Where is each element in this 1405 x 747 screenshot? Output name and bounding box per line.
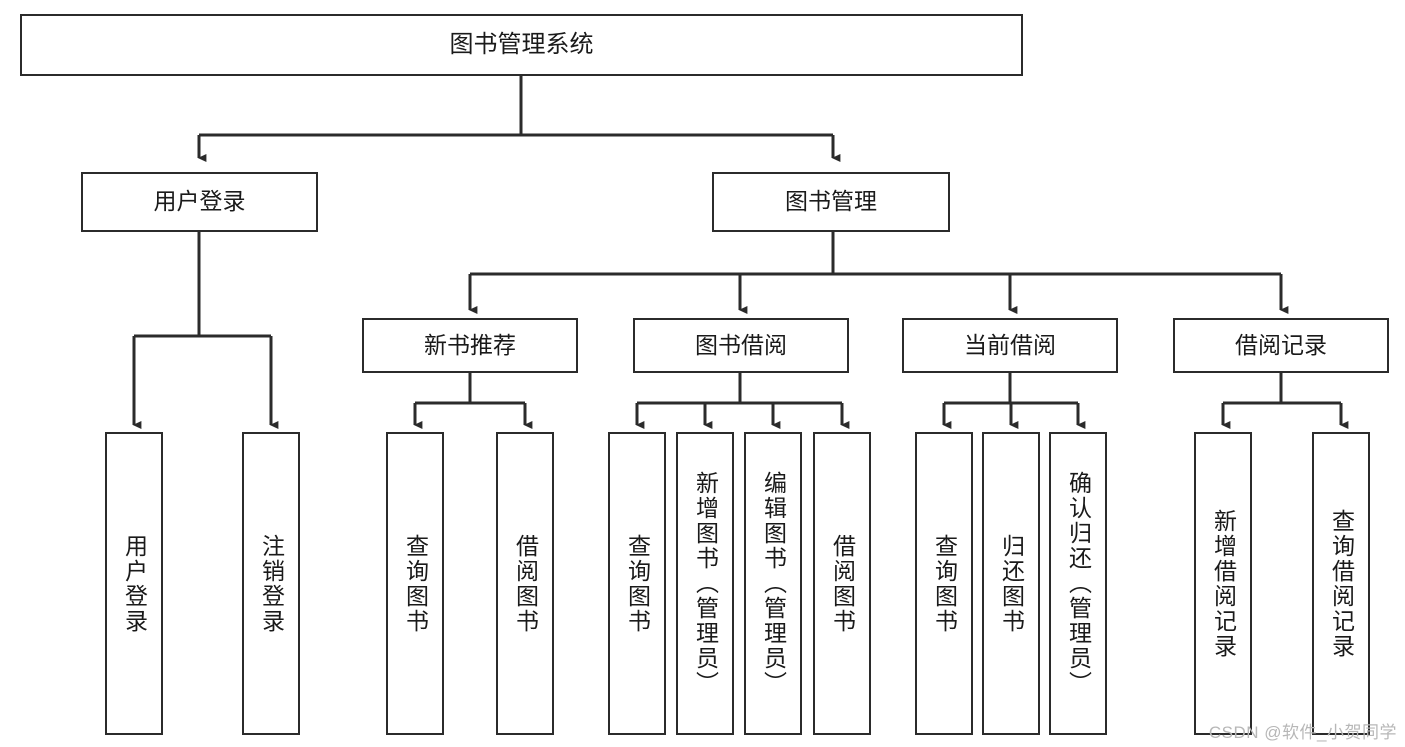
node-leaf-logout-label: 注销登录: [258, 533, 285, 634]
node-user-login[interactable]: 用户登录: [81, 172, 318, 232]
node-leaf-edit-book-admin[interactable]: 编辑图书（管理员）: [744, 432, 802, 735]
node-current-borrow[interactable]: 当前借阅: [902, 318, 1118, 373]
node-leaf-cur-query-book[interactable]: 查询图书: [915, 432, 973, 735]
node-leaf-add-borrow-record[interactable]: 新增借阅记录: [1194, 432, 1252, 735]
node-new-book-rec[interactable]: 新书推荐: [362, 318, 578, 373]
node-root[interactable]: 图书管理系统: [20, 14, 1023, 76]
node-leaf-add-book-admin-label: 新增图书（管理员）: [692, 471, 719, 696]
node-leaf-user-login[interactable]: 用户登录: [105, 432, 163, 735]
node-borrow-record-label: 借阅记录: [1235, 331, 1327, 358]
node-leaf-query-borrow-record[interactable]: 查询借阅记录: [1312, 432, 1370, 735]
node-book-borrow[interactable]: 图书借阅: [633, 318, 849, 373]
node-book-manage-label: 图书管理: [785, 188, 877, 215]
node-book-manage[interactable]: 图书管理: [712, 172, 950, 232]
node-root-label: 图书管理系统: [449, 30, 594, 58]
node-leaf-query-borrow-record-label: 查询借阅记录: [1328, 508, 1355, 659]
node-leaf-rec-borrow-book-label: 借阅图书: [512, 533, 539, 634]
node-leaf-rec-borrow-book[interactable]: 借阅图书: [496, 432, 554, 735]
node-leaf-rec-query-book-label: 查询图书: [402, 533, 429, 634]
node-new-book-rec-label: 新书推荐: [424, 331, 516, 358]
node-leaf-add-borrow-record-label: 新增借阅记录: [1210, 508, 1237, 659]
node-leaf-return-book-label: 归还图书: [998, 533, 1025, 634]
node-leaf-borrow-query-book-label: 查询图书: [624, 533, 651, 634]
node-leaf-add-book-admin[interactable]: 新增图书（管理员）: [676, 432, 734, 735]
node-leaf-rec-query-book[interactable]: 查询图书: [386, 432, 444, 735]
node-leaf-return-book[interactable]: 归还图书: [982, 432, 1040, 735]
node-leaf-user-login-label: 用户登录: [121, 533, 148, 634]
node-leaf-borrow-query-book[interactable]: 查询图书: [608, 432, 666, 735]
node-leaf-confirm-return-admin-label: 确认归还（管理员）: [1065, 471, 1092, 696]
node-user-login-label: 用户登录: [153, 188, 246, 215]
node-leaf-confirm-return-admin[interactable]: 确认归还（管理员）: [1049, 432, 1107, 735]
node-book-borrow-label: 图书借阅: [695, 331, 787, 358]
node-borrow-record[interactable]: 借阅记录: [1173, 318, 1389, 373]
node-leaf-borrow-book-label: 借阅图书: [829, 533, 856, 634]
node-leaf-borrow-book[interactable]: 借阅图书: [813, 432, 871, 735]
node-leaf-logout[interactable]: 注销登录: [242, 432, 300, 735]
node-current-borrow-label: 当前借阅: [964, 331, 1056, 358]
node-leaf-cur-query-book-label: 查询图书: [931, 533, 958, 634]
node-leaf-edit-book-admin-label: 编辑图书（管理员）: [760, 471, 787, 696]
